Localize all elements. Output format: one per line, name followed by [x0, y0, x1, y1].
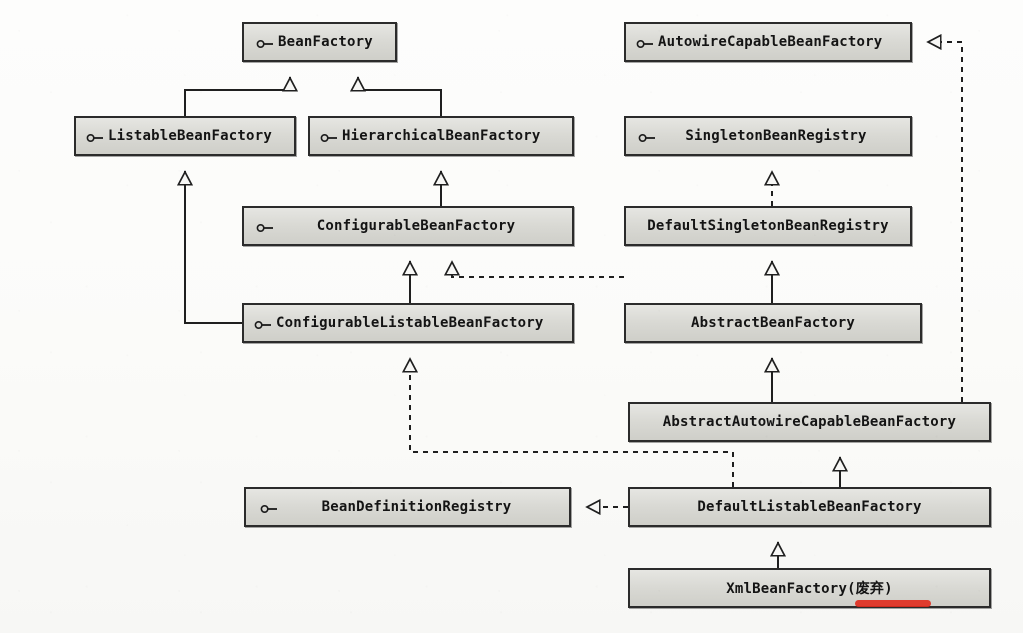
class-name: ConfigurableBeanFactory	[316, 218, 516, 234]
class-box-hierarchicalbeanfactory[interactable]: HierarchicalBeanFactory	[308, 116, 574, 156]
interface-icon	[260, 504, 277, 514]
class-box-autowirecapablebeanfactory[interactable]: AutowireCapableBeanFactory	[624, 22, 912, 62]
class-box-beandefinitionregistry[interactable]: BeanDefinitionRegistry	[244, 487, 571, 527]
class-box-listablebeanfactory[interactable]: ListableBeanFactory	[74, 116, 296, 156]
class-box-xmlbeanfactory[interactable]: XmlBeanFactory(废弃)	[628, 568, 991, 608]
edge-defaultlistable-to-configurablelistable	[410, 359, 734, 487]
edge-listable-to-beanfactory	[184, 78, 290, 117]
edge-hierarchical-to-beanfactory	[358, 78, 442, 117]
edge-configurablelistable-to-listable	[185, 172, 243, 324]
edge-abstractautowire-to-autowirecapable	[928, 42, 963, 402]
class-box-singletonbeanregistry[interactable]: SingletonBeanRegistry	[624, 116, 912, 156]
interface-icon	[256, 39, 273, 49]
interface-icon	[636, 39, 653, 49]
class-box-defaultlistablebeanfactory[interactable]: DefaultListableBeanFactory	[628, 487, 991, 527]
class-name: AbstractAutowireCapableBeanFactory	[662, 414, 957, 430]
interface-icon	[254, 320, 271, 330]
interface-icon	[320, 133, 337, 143]
class-box-beanfactory[interactable]: BeanFactory	[242, 22, 397, 62]
class-name: ConfigurableListableBeanFactory	[276, 315, 544, 331]
class-name: BeanDefinitionRegistry	[321, 499, 512, 515]
class-name: AbstractBeanFactory	[691, 315, 855, 331]
class-box-abstractautowirecapablebeanfactory[interactable]: AbstractAutowireCapableBeanFactory	[628, 402, 991, 442]
class-box-configurablelistablebeanfactory[interactable]: ConfigurableListableBeanFactory	[242, 303, 574, 343]
interface-icon	[638, 133, 655, 143]
class-name: ListableBeanFactory	[108, 128, 272, 144]
class-name: DefaultListableBeanFactory	[697, 499, 922, 515]
interface-icon	[86, 133, 103, 143]
class-name: XmlBeanFactory(废弃)	[726, 581, 893, 597]
class-name: DefaultSingletonBeanRegistry	[647, 218, 889, 234]
class-box-abstractbeanfactory[interactable]: AbstractBeanFactory	[624, 303, 922, 343]
class-name: BeanFactory	[278, 34, 373, 50]
class-box-configurablebeanfactory[interactable]: ConfigurableBeanFactory	[242, 206, 574, 246]
class-name: HierarchicalBeanFactory	[342, 128, 541, 144]
class-name: AutowireCapableBeanFactory	[658, 34, 883, 50]
class-box-defaultsingletonbeanregistry[interactable]: DefaultSingletonBeanRegistry	[624, 206, 912, 246]
class-name: SingletonBeanRegistry	[685, 128, 867, 144]
interface-icon	[256, 223, 273, 233]
edge-abstractbeanfactory-to-configurable	[452, 262, 624, 278]
deprecated-underline-marker	[855, 600, 931, 607]
